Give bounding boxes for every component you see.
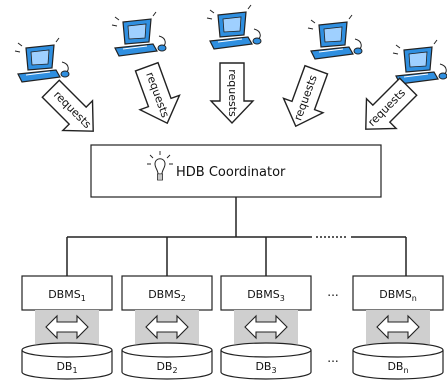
network-bus [66,197,407,276]
dbms-box [352,275,444,311]
bidirectional-arrow-icon [145,314,189,340]
client-computer-icon [206,4,262,50]
client-computer-icon [307,14,363,60]
dbms-node-2: DBMS2 DB2 [121,275,213,380]
dbms-box [21,275,113,311]
db-label: DBn [387,360,408,375]
ellipsis-dbms: ... [327,285,338,299]
bidirectional-arrow-icon [376,314,420,340]
request-arrow: requests [275,61,337,135]
database-cylinder [121,342,213,380]
client-computer-icon [392,39,447,85]
lightbulb-icon [147,151,173,181]
database-cylinder [21,342,113,380]
dbms-label: DBMS2 [148,288,186,303]
dbms-label: DBMS3 [247,288,285,303]
bidirectional-arrow-icon [244,314,288,340]
request-arrow: requests [210,62,254,124]
bidirectional-arrow-icon [45,314,89,340]
db-label: DB1 [56,360,77,375]
dbms-node-n: DBMSn DBn [352,275,444,380]
db-label: DB3 [255,360,276,375]
client-computer-icon [111,11,167,57]
coordinator-box [90,144,382,198]
request-arrow: requests [35,73,109,147]
dbms-box [121,275,213,311]
dbms-node-1: DBMS1 DB1 [21,275,113,380]
ellipsis-db: ... [327,351,338,365]
request-arrow: requests [126,58,188,132]
dbms-box [220,275,312,311]
dbms-node-3: DBMS3 DB3 [220,275,312,380]
database-cylinder [220,342,312,380]
dbms-label: DBMS1 [48,288,86,303]
client-computer-icon [14,37,70,83]
dbms-label: DBMSn [379,288,417,303]
request-label: requests [226,69,239,117]
database-cylinder [352,342,444,380]
coordinator-label: HDB Coordinator [176,165,286,180]
db-label: DB2 [156,360,177,375]
